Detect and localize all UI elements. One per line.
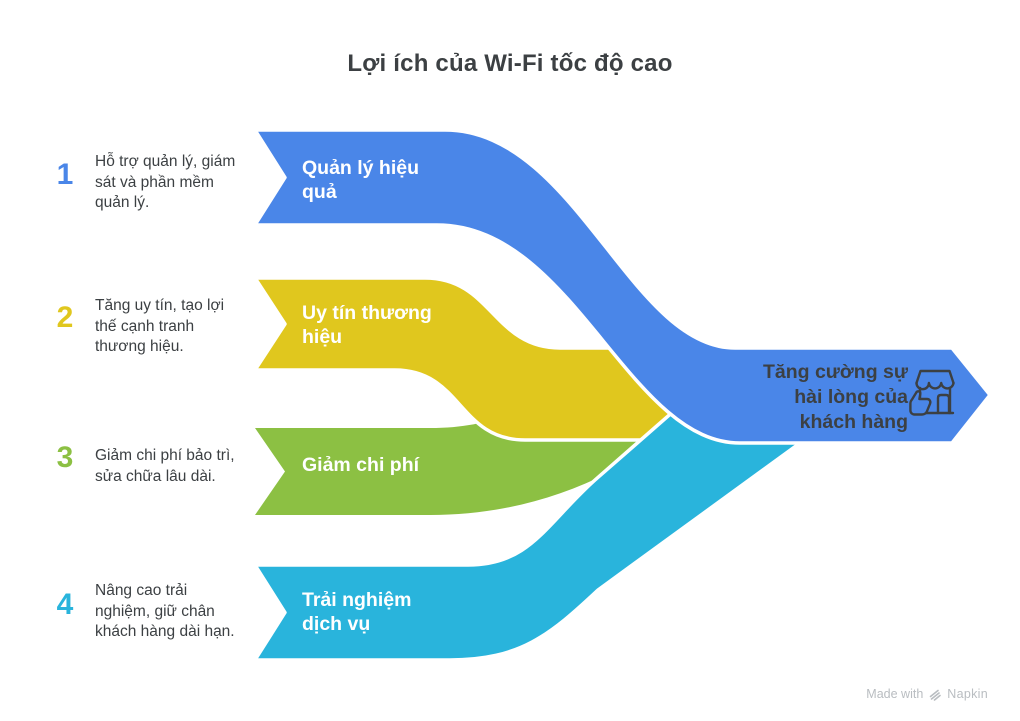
made-with-napkin-credit: Made with Napkin [866,687,988,701]
item-1-band-label: Quản lý hiệu quả [302,157,420,204]
item-3-description: Giảm chi phí bảo trì, sửa chữa lâu dài. [95,447,235,485]
item-4-description: Nâng cao trải nghiệm, giữ chân khách hàn… [95,582,235,641]
napkin-logo-icon [929,689,942,701]
storefront-thumbs-up-icon [909,369,955,416]
item-2-description: Tăng uy tín, tạo lợi thế cạnh tranh thươ… [95,297,225,356]
item-1-description: Hỗ trợ quản lý, giám sát và phần mềm quả… [95,153,236,212]
item-3-band-label: Giảm chi phí [302,454,420,476]
item-4-band-label: Trải nghiệm dịch vụ [302,589,412,636]
item-2-band-label: Uy tín thương hiệu [302,302,432,349]
item-1-number: 1 [56,158,74,191]
page-title: Lợi ích của Wi-Fi tốc độ cao [347,50,673,77]
outcome-label: Tăng cường sự hài lòng của khách hàng [762,361,908,433]
napkin-brand-text: Napkin [947,687,988,701]
flow-band-service-experience [253,373,802,662]
item-4-number: 4 [56,588,74,621]
item-2-number: 2 [56,301,74,334]
made-with-text: Made with [866,687,924,701]
item-3-number: 3 [56,441,74,474]
flow-band-management-and-outcome-arrow [253,128,992,445]
